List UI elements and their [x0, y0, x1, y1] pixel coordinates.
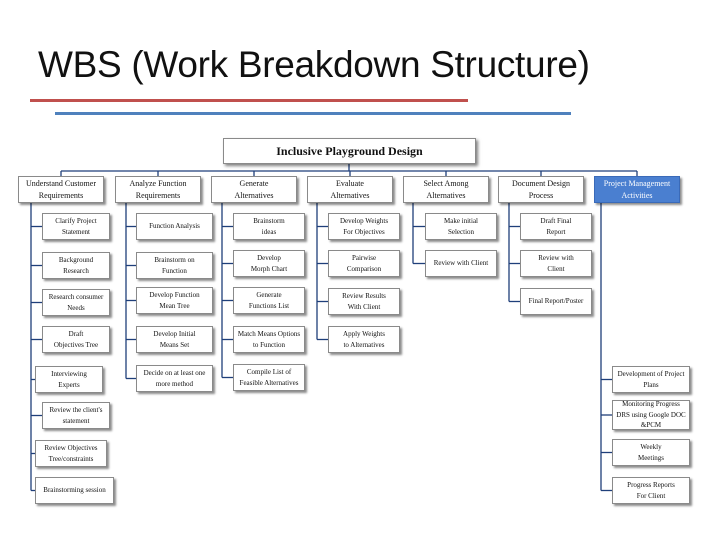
task-generate-alternatives-3: Generate Functions List	[233, 287, 305, 314]
root-node: Inclusive Playground Design	[223, 138, 476, 164]
title-underline-blue	[55, 112, 571, 115]
phase-document-process: Document Design Process	[498, 176, 584, 203]
task-document-process-1: Draft Final Report	[520, 213, 592, 240]
task-project-management-3: Weekly Meetings	[612, 439, 690, 466]
task-understand-requirements-5: Interviewing Experts	[35, 366, 103, 393]
phase-evaluate-alternatives: Evaluate Alternatives	[307, 176, 393, 203]
task-document-process-2: Review with Client	[520, 250, 592, 277]
task-project-management-4: Progress Reports For Client	[612, 477, 690, 504]
task-understand-requirements-6: Review the client's statement	[42, 402, 110, 429]
task-document-process-3: Final Report/Poster	[520, 288, 592, 315]
task-project-management-1: Development of Project Plans	[612, 366, 690, 393]
phase-select-alternatives: Select Among Alternatives	[403, 176, 489, 203]
task-evaluate-alternatives-2: Pairwise Comparison	[328, 250, 400, 277]
page-title: WBS (Work Breakdown Structure)	[38, 44, 590, 85]
task-project-management-2: Monitoring Progress DRS using Google DOC…	[612, 400, 690, 430]
task-understand-requirements-8: Brainstorming session	[35, 477, 114, 504]
task-understand-requirements-3: Research consumer Needs	[42, 289, 110, 316]
phase-understand-requirements: Understand Customer Requirements	[18, 176, 104, 203]
title-underline-red	[30, 99, 468, 102]
task-generate-alternatives-5: Compile List of Feasible Alternatives	[233, 364, 305, 391]
task-analyze-function-4: Develop Initial Means Set	[136, 326, 213, 353]
task-select-alternatives-1: Make initial Selection	[425, 213, 497, 240]
task-evaluate-alternatives-4: Apply Weights to Alternatives	[328, 326, 400, 353]
task-analyze-function-5: Decide on at least one more method	[136, 365, 213, 392]
task-understand-requirements-4: Draft Objectives Tree	[42, 326, 110, 353]
task-evaluate-alternatives-1: Develop Weights For Objectives	[328, 213, 400, 240]
task-generate-alternatives-1: Brainstorm ideas	[233, 213, 305, 240]
task-generate-alternatives-4: Match Means Options to Function	[233, 326, 305, 353]
task-analyze-function-1: Function Analysis	[136, 213, 213, 240]
task-analyze-function-3: Develop Function Mean Tree	[136, 287, 213, 314]
task-understand-requirements-7: Review Objectives Tree/constraints	[35, 440, 107, 467]
phase-analyze-function: Analyze Function Requirements	[115, 176, 201, 203]
task-analyze-function-2: Brainstorm on Function	[136, 252, 213, 279]
task-understand-requirements-1: Clarify Project Statement	[42, 213, 110, 240]
task-evaluate-alternatives-3: Review Results With Client	[328, 288, 400, 315]
phase-generate-alternatives: Generate Alternatives	[211, 176, 297, 203]
task-select-alternatives-2: Review with Client	[425, 250, 497, 277]
task-understand-requirements-2: Background Research	[42, 252, 110, 279]
phase-project-management: Project Management Activities	[594, 176, 680, 203]
task-generate-alternatives-2: Develop Morph Chart	[233, 250, 305, 277]
